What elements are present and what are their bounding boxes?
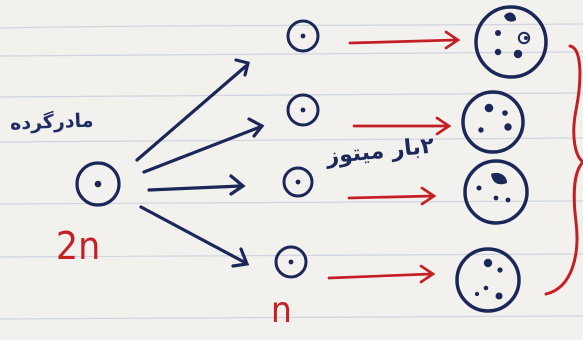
haploid-label: n	[271, 290, 292, 331]
pollen-grain-2	[463, 92, 523, 152]
red-brace	[546, 46, 583, 294]
pollen-grain-1	[476, 7, 546, 77]
ruled-lines	[0, 24, 583, 319]
microspores	[276, 21, 318, 277]
mother-cell	[77, 163, 119, 205]
pollen-grain-3	[465, 161, 527, 223]
microspore-3	[284, 168, 312, 196]
division-arrows	[137, 60, 262, 266]
diploid-label: 2n	[56, 224, 100, 268]
microspore-2	[288, 95, 318, 125]
microspore-4	[276, 247, 306, 277]
mother-cell-label: مادرگرده	[10, 110, 94, 135]
pollen-grain-4	[457, 249, 519, 311]
